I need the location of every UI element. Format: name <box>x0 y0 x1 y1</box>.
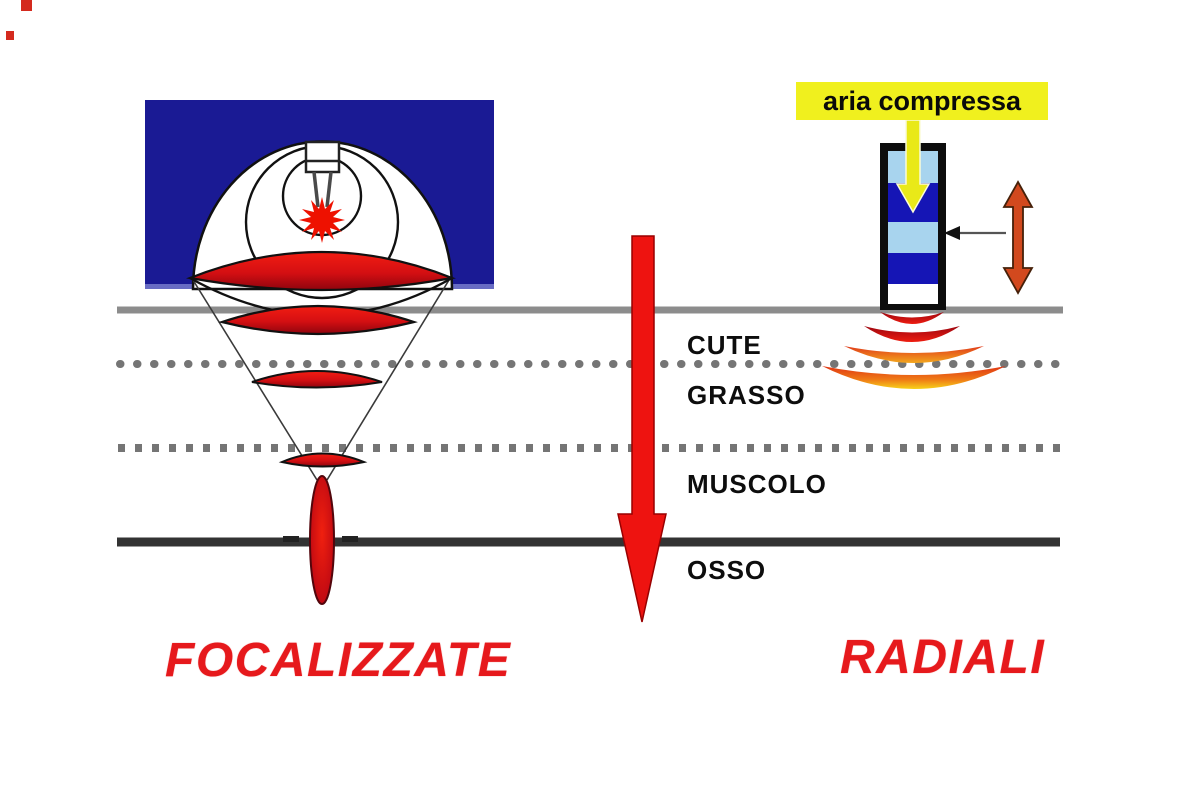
oscillation-double-arrow <box>1002 180 1034 295</box>
bone-tick-left <box>283 536 299 542</box>
radial-arc-2 <box>864 326 960 342</box>
caption-focused: FOCALIZZATE <box>165 634 512 687</box>
wave-lens-4 <box>278 452 368 468</box>
tube-segment-air-2 <box>888 222 938 253</box>
layer-label-grasso: GRASSO <box>687 380 806 410</box>
depth-arrow <box>617 235 667 623</box>
layer-label-osso: OSSO <box>687 555 767 585</box>
layer-label-cute: CUTE <box>687 330 762 360</box>
spark-electrode <box>304 140 341 208</box>
radial-arc-4 <box>822 366 1006 389</box>
wave-lens-1 <box>186 250 456 292</box>
radial-arc-3 <box>844 346 984 363</box>
focal-zone-ellipse <box>309 475 335 605</box>
compressed-air-banner-label: aria compressa <box>822 85 1022 116</box>
tissue-layer-lines <box>116 306 1064 547</box>
radial-wave-arcs <box>822 312 1006 389</box>
compressed-air-arrow <box>895 119 931 214</box>
compressed-air-banner: aria compressa <box>796 82 1048 120</box>
radial-arc-1 <box>880 312 944 324</box>
spark-starburst-icon <box>299 197 345 243</box>
cone-edge-right <box>326 279 450 481</box>
wave-lens-3 <box>251 370 383 389</box>
tube-projectile-2 <box>888 253 938 284</box>
caption-radial: RADIALI <box>840 631 1046 684</box>
focused-wave-cone <box>186 250 456 605</box>
corner-artifact-specks <box>6 0 32 40</box>
bone-tick-right <box>342 536 358 542</box>
wave-lens-2 <box>218 304 418 336</box>
recoil-pointer-arrow <box>944 226 1006 240</box>
radial-applicator <box>822 119 1034 389</box>
layer-label-muscolo: MUSCOLO <box>687 469 827 499</box>
